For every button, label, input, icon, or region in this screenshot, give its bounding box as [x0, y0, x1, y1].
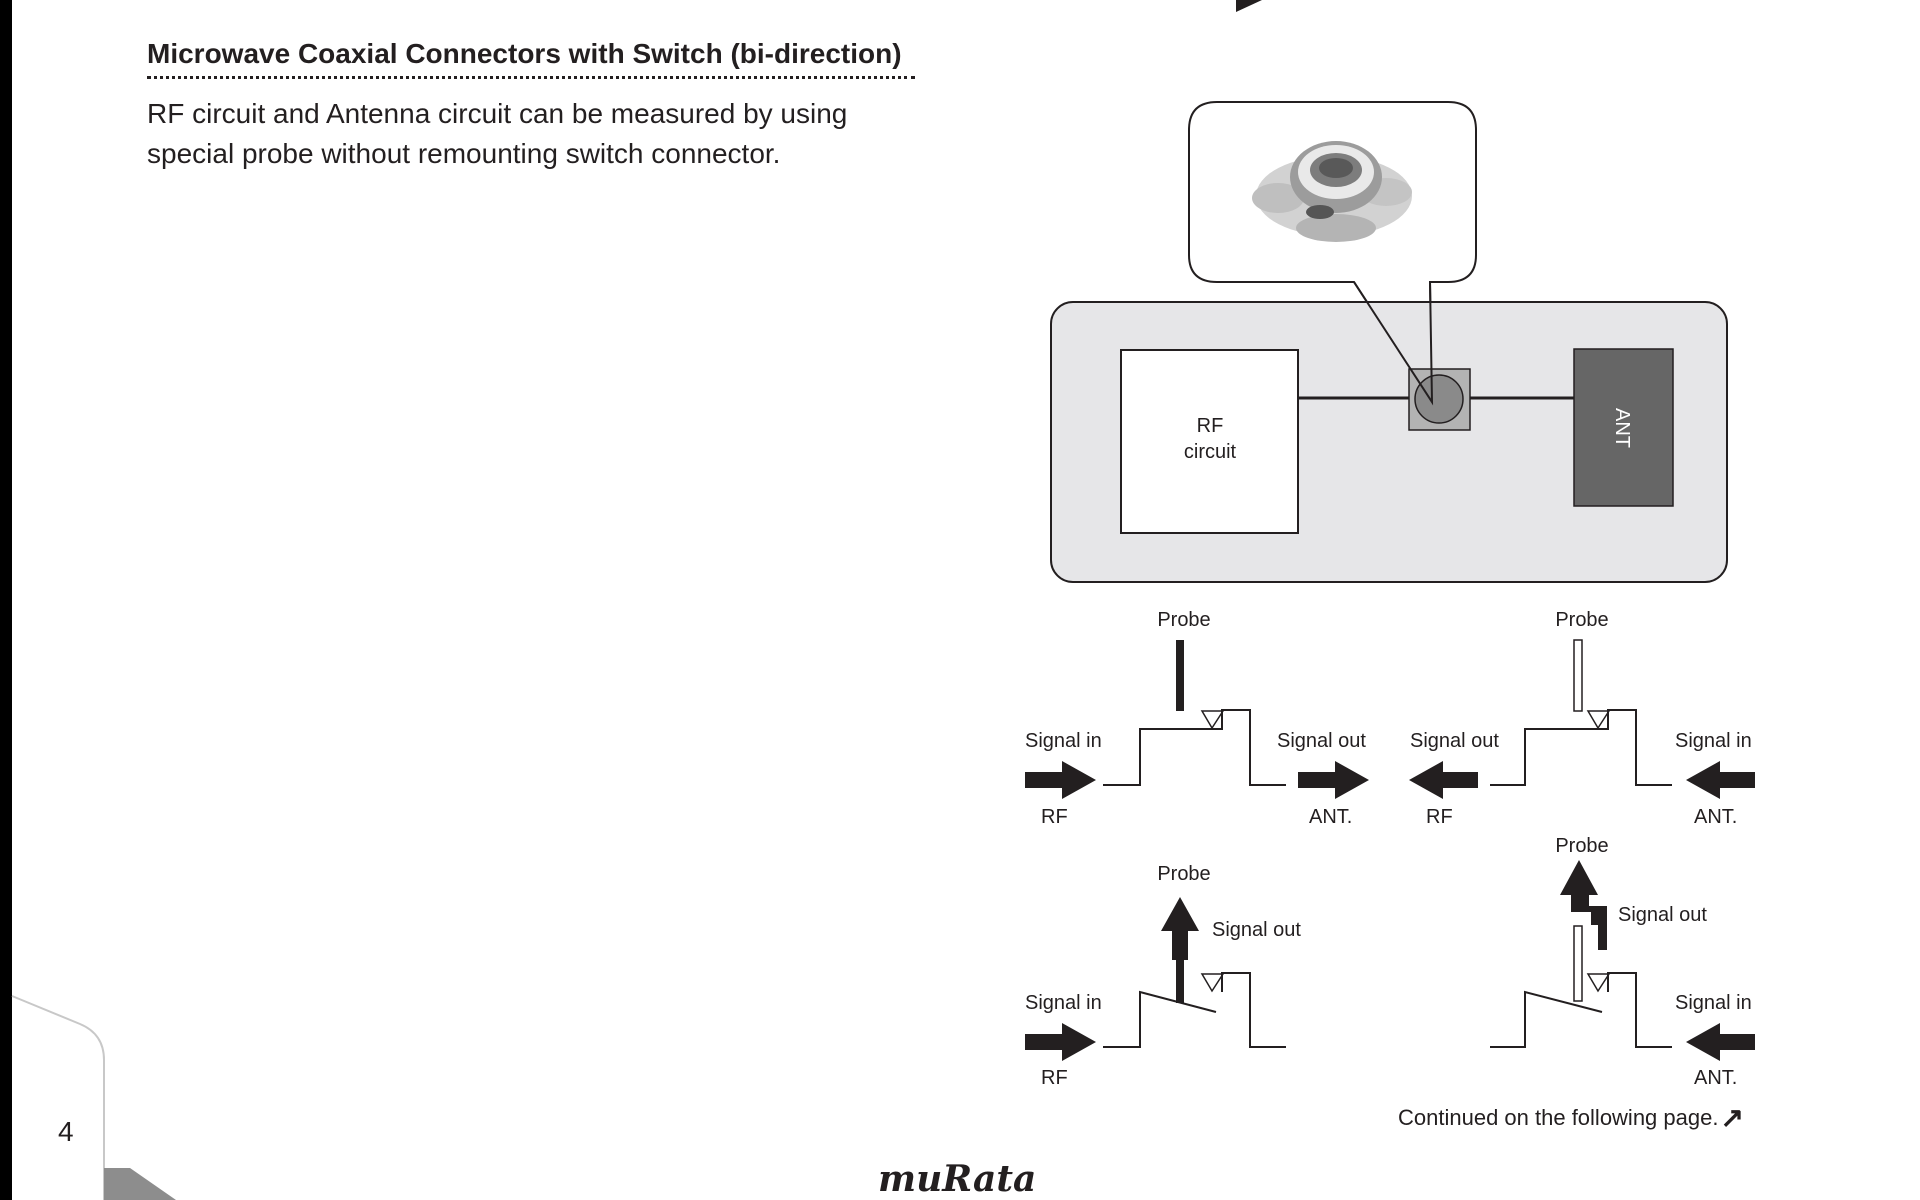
signal-in-label: Signal in [1025, 992, 1102, 1014]
state-normal-ant-to-rf: Probe Signal out RF Signal in ANT. [1409, 609, 1755, 828]
contact-triangle [1586, 710, 1611, 730]
rf-label: RF [1041, 806, 1068, 828]
antenna-label: ANT [1611, 408, 1633, 448]
murata-logo: muRata [878, 1158, 1037, 1200]
signal-out-label: Signal out [1277, 730, 1366, 752]
antenna-block [1573, 348, 1674, 507]
switch-contact-path [1490, 990, 1603, 1048]
probe-pin [1573, 639, 1583, 712]
top-corner-mark [1236, 0, 1262, 12]
signal-in-arrow-icon [1686, 761, 1755, 799]
rf-label: RF [1426, 806, 1453, 828]
signal-in-arrow-icon [1686, 1023, 1755, 1061]
page-description: RF circuit and Antenna circuit can be me… [147, 98, 848, 169]
state-normal-rf-to-ant: Probe Signal in RF Signal out ANT. [1025, 609, 1369, 828]
probe-arrow-icon [1161, 897, 1199, 960]
callout-pointer [1353, 281, 1434, 406]
probe-pin [1573, 925, 1583, 1002]
signal-out-arrow-icon [1298, 761, 1369, 799]
switch-connector-circle [1414, 374, 1464, 424]
state-probe-rf-measure: Probe Signal out Signal in RF [1025, 863, 1301, 1089]
probe-label: Probe [1157, 609, 1210, 631]
probe-arrow-icon [1560, 860, 1607, 950]
ant-label: ANT. [1694, 806, 1737, 828]
page-edge-bar [0, 0, 12, 1200]
contact-triangle [1200, 710, 1225, 730]
ant-label: ANT. [1694, 1067, 1737, 1089]
continued-text: Continued on the following page. [1398, 1105, 1719, 1130]
signal-out-label: Signal out [1410, 730, 1499, 752]
switch-contact-path [1490, 709, 1672, 786]
signal-in-arrow-icon [1025, 761, 1096, 799]
rf-circuit-label-line2: circuit [1184, 441, 1237, 463]
ant-contact-path [1607, 972, 1672, 1048]
signal-out-arrow-icon [1409, 761, 1478, 799]
contact-triangle [1586, 973, 1611, 993]
signal-in-label: Signal in [1675, 992, 1752, 1014]
probe-label: Probe [1555, 609, 1608, 631]
ant-contact-path [1221, 972, 1286, 1048]
state-probe-ant-measure: Probe Signal out Signal in ANT. [1490, 835, 1755, 1089]
probe-label: Probe [1555, 835, 1608, 857]
page-number: 4 [58, 1116, 74, 1147]
continued-note: Continued on the following page.↗ [1398, 1101, 1744, 1134]
signal-in-label: Signal in [1675, 730, 1752, 752]
probe-pin [1176, 640, 1184, 711]
page-corner-tab [11, 995, 105, 1200]
page-title: Microwave Coaxial Connectors with Switch… [147, 38, 915, 79]
signal-out-label: Signal out [1618, 904, 1707, 926]
diagonal-arrow-icon: ↗ [1720, 1102, 1744, 1133]
signal-in-label: Signal in [1025, 730, 1102, 752]
probe-label: Probe [1157, 863, 1210, 885]
page-corner-tab-fill [104, 1168, 176, 1200]
rf-circuit-label-line1: RF [1197, 415, 1224, 437]
connector-photo [1252, 141, 1412, 242]
rf-circuit-block [1120, 349, 1299, 534]
contact-triangle [1200, 973, 1225, 993]
probe-pin [1176, 958, 1184, 1003]
signal-in-arrow-icon [1025, 1023, 1096, 1061]
signal-out-label: Signal out [1212, 919, 1301, 941]
ant-label: ANT. [1309, 806, 1352, 828]
switch-contact-path [1103, 990, 1217, 1048]
rf-label: RF [1041, 1067, 1068, 1089]
switch-contact-path [1103, 709, 1286, 786]
